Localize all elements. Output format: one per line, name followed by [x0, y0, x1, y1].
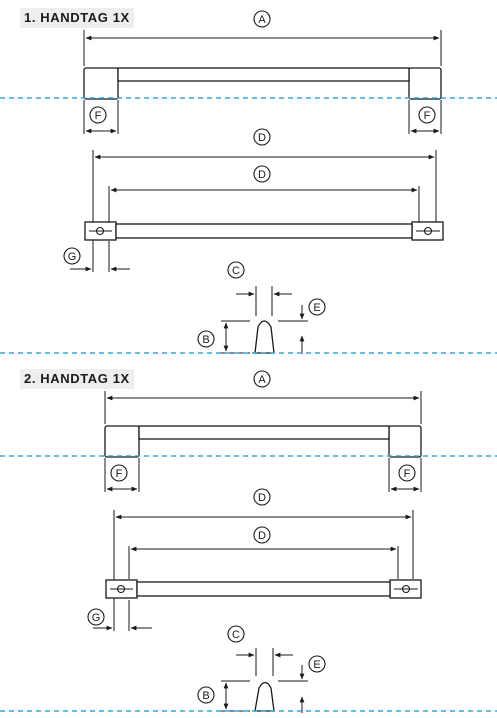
dim-label-c-2: C — [232, 629, 240, 641]
dim-label-g-circle-2 — [87, 608, 105, 626]
dim-label-b-circle-2 — [197, 686, 215, 704]
dim-label-g-2: G — [92, 612, 101, 624]
dim-label-f-2a: F — [116, 468, 123, 480]
dim-label-e-1: E — [313, 302, 320, 314]
dim-label-b-2: B — [202, 690, 209, 702]
dim-label-f-circle-1a — [89, 106, 107, 124]
dim-label-g-circle-1 — [63, 247, 81, 265]
dim-label-f-circle-2b — [398, 464, 416, 482]
handle-2-top-bar — [136, 581, 391, 597]
dim-label-b-circle-1 — [197, 330, 215, 348]
section-title-2: 2. HANDTAG 1X — [20, 369, 134, 389]
dim-label-e-circle-1 — [308, 298, 326, 316]
dim-label-f-1a: F — [95, 110, 102, 122]
dim-label-d-circle-2a — [253, 488, 271, 506]
handle-2-profile — [254, 681, 275, 712]
dim-label-f-circle-1b — [418, 106, 436, 124]
dim-label-c-1: C — [232, 265, 240, 277]
handle-1-top-view: D D G — [63, 128, 444, 272]
dim-label-d-1a: D — [258, 132, 266, 144]
dim-label-g-1: G — [68, 251, 77, 263]
handle-1-profile — [254, 320, 275, 354]
dim-label-f-2b: F — [404, 468, 411, 480]
handle-2-cross-section: C E B — [197, 625, 326, 713]
handle-2-left-post — [104, 425, 140, 458]
section-title-1: 1. HANDTAG 1X — [20, 8, 134, 28]
dim-label-d-circle-2b — [253, 526, 271, 544]
dim-label-a-circle-1 — [253, 10, 271, 28]
handle-2-right-post — [388, 425, 422, 458]
handle-2-bar — [138, 425, 390, 440]
dim-label-a-1: A — [258, 14, 266, 26]
dim-label-a-circle-2 — [253, 370, 271, 388]
dim-label-d-1b: D — [258, 169, 266, 181]
dim-label-a-2: A — [258, 374, 266, 386]
dim-label-d-2a: D — [258, 492, 266, 504]
handle-1-cross-section: C E B — [197, 261, 326, 354]
dim-label-b-1: B — [202, 334, 209, 346]
dim-label-e-2: E — [313, 659, 320, 671]
dim-label-f-circle-2a — [110, 464, 128, 482]
dim-label-d-circle-1a — [253, 128, 271, 146]
handle-1-bar — [117, 67, 410, 82]
handle-1-top-bar — [115, 223, 413, 239]
dim-label-e-circle-2 — [308, 655, 326, 673]
handle-1-side-view: A F F — [83, 10, 442, 134]
handle-2-side-view: A F F — [104, 370, 422, 492]
dim-label-c-circle-2 — [227, 625, 245, 643]
handle-1-left-post — [83, 67, 119, 100]
dim-label-d-2b: D — [258, 530, 266, 542]
handle-1-right-post — [408, 67, 442, 100]
dim-label-c-circle-1 — [227, 261, 245, 279]
dim-label-f-1b: F — [424, 110, 431, 122]
dim-label-d-circle-1b — [253, 165, 271, 183]
handle-2-top-view: D D G — [87, 488, 422, 631]
